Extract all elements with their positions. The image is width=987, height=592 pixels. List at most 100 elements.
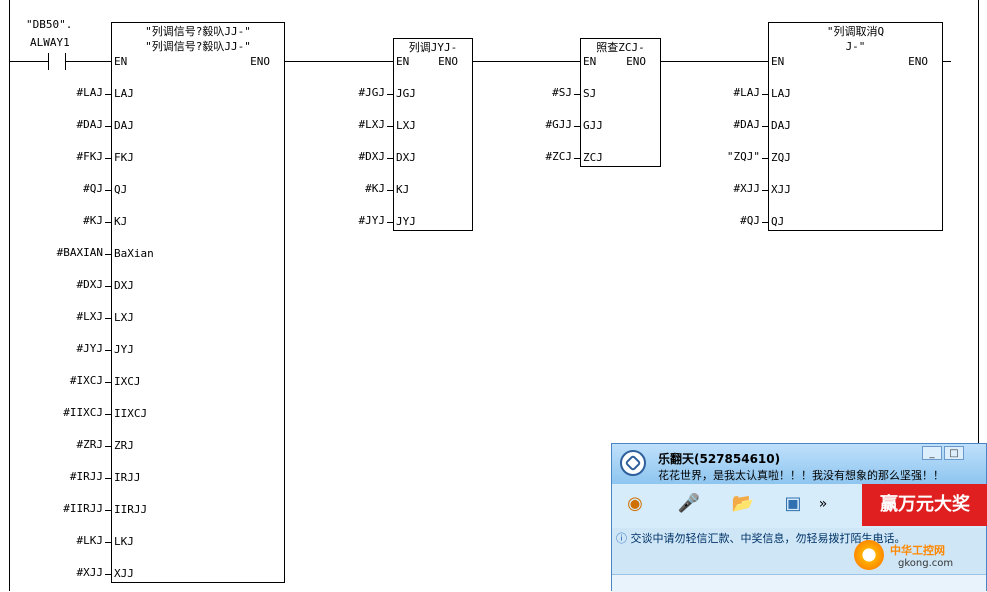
video-camera-icon[interactable]: ◉ (627, 493, 643, 514)
pin-lxj: LXJ (396, 119, 416, 132)
pin-connector (105, 414, 111, 415)
operand-laj[interactable]: #LAJ (733, 86, 761, 99)
pin-connector (762, 190, 768, 191)
ad-banner[interactable]: 赢万元大奖 (862, 484, 987, 526)
pin-connector (105, 254, 111, 255)
chat-titlebar[interactable]: 乐翻天(527854610) 花花世界，是我太认真啦！！！我没有想象的那么坚强！… (612, 444, 986, 484)
pin-kj: KJ (396, 183, 410, 196)
operand-dxj[interactable]: #DXJ (76, 278, 104, 291)
pin-gjj: GJJ (583, 119, 603, 132)
pin-connector (105, 318, 111, 319)
chat-safety-notice: ⓘ 交谈中请勿轻信汇款、中奖信息，勿轻易拨打陌生电话。 (616, 530, 982, 550)
pin-connector (574, 126, 580, 127)
pin-connector (105, 222, 111, 223)
operand-jyj[interactable]: #JYJ (358, 214, 386, 227)
operand-jyj[interactable]: #JYJ (76, 342, 104, 355)
block-title-2: J-" (845, 40, 866, 53)
operand-iixcj[interactable]: #IIXCJ (63, 406, 103, 419)
pin-connector (387, 126, 393, 127)
rung-wire-3 (285, 61, 393, 62)
gear-icon (854, 540, 884, 570)
pin-irjj: IRJJ (114, 471, 141, 484)
app-logo-icon (620, 450, 646, 476)
pin-connector (105, 382, 111, 383)
block-title: "列调信号?毅叺JJ-" (145, 25, 251, 38)
pin-connector (762, 222, 768, 223)
minimize-button[interactable]: _ (922, 446, 942, 460)
pin-en: EN (771, 55, 785, 68)
pin-fkj: FKJ (114, 151, 134, 164)
operand-ixcj[interactable]: #IXCJ (69, 374, 103, 387)
rung-wire-2 (65, 61, 111, 62)
pin-jyj: JYJ (114, 343, 134, 356)
pin-connector (574, 94, 580, 95)
operand-iirjj[interactable]: #IIRJJ (63, 502, 103, 515)
chat-window[interactable]: 乐翻天(527854610) 花花世界，是我太认真啦！！！我没有想象的那么坚强！… (611, 443, 987, 592)
pin-xjj: XJJ (771, 183, 791, 196)
block-title: 列调JYJ- (408, 41, 458, 54)
microphone-icon[interactable]: 🎤 (677, 493, 701, 514)
block-title: "列调取消Q (826, 25, 885, 38)
operand-lxj[interactable]: #LXJ (358, 118, 386, 131)
pin-daj: DAJ (114, 119, 134, 132)
operand-xjj[interactable]: #XJJ (733, 182, 761, 195)
operand-qj[interactable]: #QJ (740, 214, 760, 227)
operand-baxian[interactable]: #BAXIAN (56, 246, 103, 259)
pin-connector (105, 286, 111, 287)
operand-lxj[interactable]: #LXJ (76, 310, 104, 323)
right-power-rail (978, 0, 979, 443)
pin-zcj: ZCJ (583, 151, 603, 164)
screen-share-icon[interactable]: ▣ (784, 493, 802, 514)
operand-daj[interactable]: #DAJ (76, 118, 104, 131)
pin-iixcj: IIXCJ (114, 407, 148, 420)
operand-zrj[interactable]: #ZRJ (76, 438, 104, 451)
maximize-button[interactable]: □ (944, 446, 964, 460)
operand-zcj[interactable]: #ZCJ (545, 150, 573, 163)
pin-connector (387, 190, 393, 191)
operand-gjj[interactable]: #GJJ (545, 118, 573, 131)
watermark-url: gkong.com (898, 558, 954, 569)
rung-wire-6 (943, 61, 951, 62)
operand-sj[interactable]: #SJ (552, 86, 572, 99)
chat-contact-name: 乐翻天(527854610) (658, 452, 781, 466)
contact-symbol[interactable] (48, 53, 66, 70)
operand-lkj[interactable]: #LKJ (76, 534, 104, 547)
operand-kj[interactable]: #KJ (83, 214, 103, 227)
operand-jgj[interactable]: #JGJ (358, 86, 386, 99)
pin-en: EN (396, 55, 410, 68)
folder-icon[interactable]: 📂 (731, 493, 755, 514)
pin-connector (105, 126, 111, 127)
pin-connector (105, 190, 111, 191)
pin-connector (105, 158, 111, 159)
operand-irjj[interactable]: #IRJJ (69, 470, 103, 483)
operand-laj[interactable]: #LAJ (76, 86, 104, 99)
operand-dxj[interactable]: #DXJ (358, 150, 386, 163)
pin-lkj: LKJ (114, 535, 134, 548)
chat-notice-text: 交谈中请勿轻信汇款、中奖信息，勿轻易拨打陌生电话。 (630, 532, 906, 545)
operand-daj[interactable]: #DAJ (733, 118, 761, 131)
pin-kj: KJ (114, 215, 128, 228)
pin-connector (105, 542, 111, 543)
operand-kj[interactable]: #KJ (365, 182, 385, 195)
operand-xjj[interactable]: #XJJ (76, 566, 104, 579)
contact-label-always: ALWAY1 (30, 36, 70, 49)
pin-iirjj: IIRJJ (114, 503, 148, 516)
block-title-2: "列调信号?毅叺JJ-" (145, 40, 251, 53)
operand-qj[interactable]: #QJ (83, 182, 103, 195)
pin-lxj: LXJ (114, 311, 134, 324)
pin-baxian: BaXian (114, 247, 154, 260)
info-icon: ⓘ (616, 532, 631, 545)
contact-label-db: "DB50". (26, 18, 73, 31)
pin-eno: ENO (250, 55, 270, 68)
operand-fkj[interactable]: #FKJ (76, 150, 104, 163)
operand-zqj[interactable]: "ZQJ" (726, 150, 760, 163)
rung-wire-5 (661, 61, 768, 62)
more-chevron-icon[interactable]: » (818, 496, 828, 512)
pin-jyj: JYJ (396, 215, 416, 228)
block-title: 照查ZCJ- (596, 41, 645, 54)
pin-en: EN (583, 55, 597, 68)
